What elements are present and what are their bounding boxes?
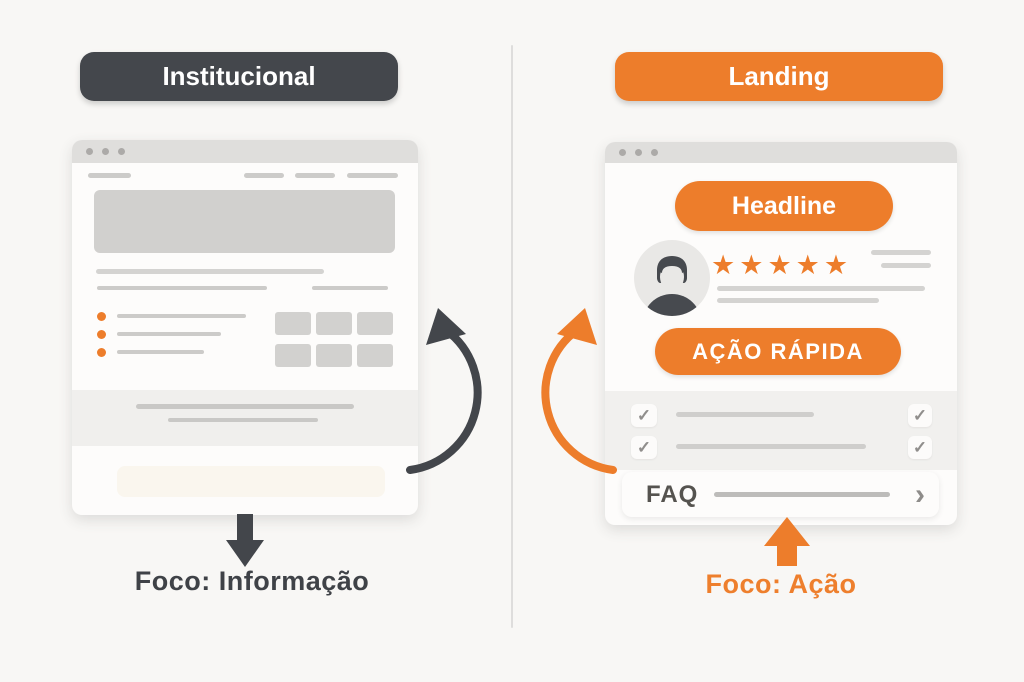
checklist-text-placeholder <box>676 412 814 417</box>
faq-accordion-row[interactable]: FAQ › <box>622 472 939 517</box>
window-titlebar <box>72 140 418 163</box>
checkbox-checked[interactable]: ✓ <box>631 404 657 427</box>
thumbnail-placeholder <box>316 312 352 335</box>
check-icon: ✓ <box>636 405 652 425</box>
person-icon <box>634 240 710 316</box>
thumbnail-placeholder <box>316 344 352 367</box>
thumbnail-placeholder <box>275 344 311 367</box>
right-focus-text: Foco: Ação <box>705 569 857 599</box>
band-text-placeholder <box>168 418 318 422</box>
rating-stars: ★ ★ ★ ★ ★ <box>711 252 848 279</box>
thumbnail-placeholder <box>357 312 393 335</box>
checkbox-checked[interactable]: ✓ <box>908 436 932 459</box>
cta-label: AÇÃO RÁPIDA <box>692 338 864 364</box>
nav-link-placeholder <box>244 173 284 178</box>
window-control-dot <box>651 149 658 156</box>
star-icon: ★ <box>739 250 764 280</box>
text-line-placeholder <box>881 263 931 268</box>
window-titlebar <box>605 142 957 163</box>
text-line-placeholder <box>96 269 324 274</box>
star-icon: ★ <box>767 250 792 280</box>
checkbox-checked[interactable]: ✓ <box>908 404 932 427</box>
landing-badge: Landing <box>615 52 943 101</box>
text-line-placeholder <box>312 286 388 290</box>
window-control-dot <box>86 148 93 155</box>
window-control-dot <box>102 148 109 155</box>
chevron-right-icon: › <box>915 477 925 511</box>
cta-button[interactable]: AÇÃO RÁPIDA <box>655 328 901 375</box>
logo-placeholder <box>88 173 131 178</box>
checklist-band <box>605 391 957 470</box>
headline-banner: Headline <box>675 181 893 231</box>
window-control-dot <box>619 149 626 156</box>
bullet-text-placeholder <box>117 314 246 318</box>
checklist-text-placeholder <box>676 444 866 449</box>
center-divider <box>511 45 513 628</box>
text-line-placeholder <box>717 298 879 303</box>
curved-arrow-orange <box>541 308 617 474</box>
window-control-dot <box>635 149 642 156</box>
faq-text-placeholder <box>714 492 891 497</box>
check-icon: ✓ <box>636 437 652 457</box>
check-icon: ✓ <box>912 405 928 425</box>
avatar <box>634 240 710 316</box>
footer-placeholder <box>117 466 385 497</box>
landing-badge-label: Landing <box>728 61 830 91</box>
bullet-dot <box>97 330 106 339</box>
star-icon: ★ <box>711 250 736 280</box>
landing-browser-window: Headline ★ ★ ★ ★ ★ <box>605 142 957 525</box>
text-line-placeholder <box>871 250 931 255</box>
faq-label: FAQ <box>646 480 699 508</box>
left-focus-caption: Foco: Informação <box>72 566 432 597</box>
star-icon: ★ <box>823 250 849 280</box>
text-line-placeholder <box>97 286 267 290</box>
bullet-text-placeholder <box>117 332 221 336</box>
window-control-dot <box>118 148 125 155</box>
thumbnail-placeholder <box>275 312 311 335</box>
nav-link-placeholder <box>295 173 335 178</box>
right-focus-caption: Foco: Ação <box>605 569 957 600</box>
nav-link-placeholder <box>347 173 398 178</box>
band-text-placeholder <box>136 404 354 409</box>
left-focus-text: Foco: Informação <box>134 566 370 596</box>
checkbox-checked[interactable]: ✓ <box>631 436 657 459</box>
institucional-browser-window <box>72 140 418 515</box>
text-line-placeholder <box>717 286 925 291</box>
institucional-badge: Institucional <box>80 52 398 101</box>
down-arrow-icon <box>226 514 264 567</box>
curved-arrow-dark <box>406 308 482 474</box>
hero-image-placeholder <box>94 190 395 253</box>
institucional-badge-label: Institucional <box>162 61 316 91</box>
headline-label: Headline <box>731 191 837 220</box>
thumbnail-placeholder <box>357 344 393 367</box>
bullet-dot <box>97 312 106 321</box>
bullet-text-placeholder <box>117 350 204 354</box>
bullet-dot <box>97 348 106 357</box>
star-icon: ★ <box>795 250 820 280</box>
check-icon: ✓ <box>912 437 928 457</box>
